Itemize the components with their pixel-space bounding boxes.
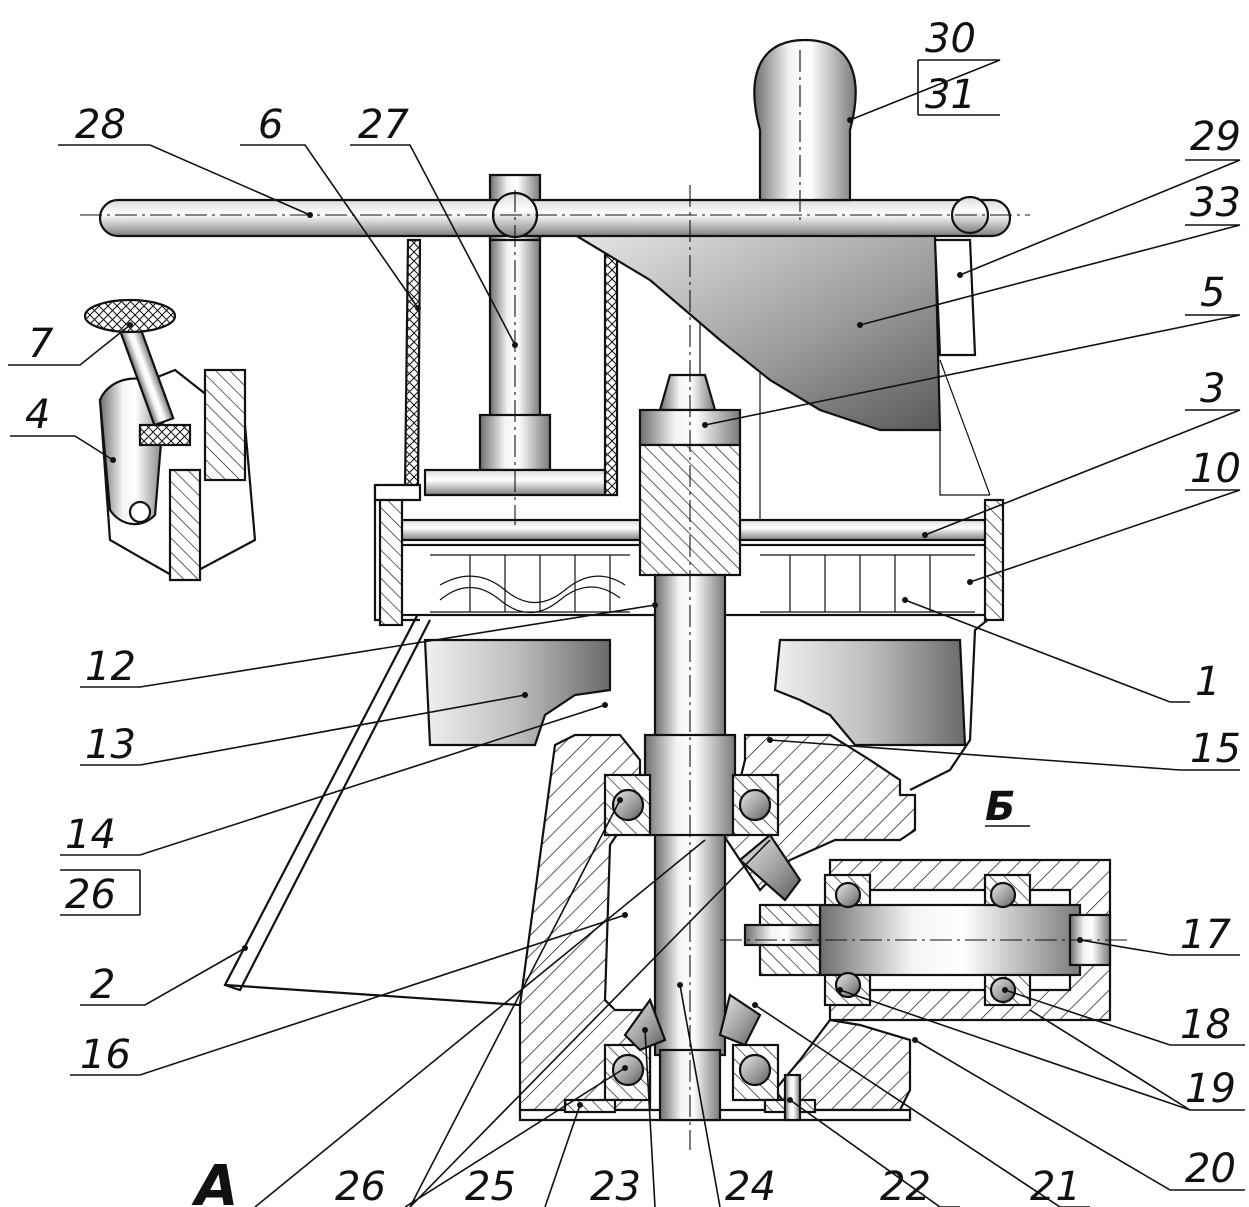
callout-2: 2 <box>90 962 115 1008</box>
callout-29: 28 <box>75 102 126 148</box>
leader-lines <box>8 59 1245 1207</box>
bearing-upper <box>603 773 780 837</box>
callout-17: 17 <box>1180 912 1231 958</box>
callout-16: 16 <box>80 1032 131 1078</box>
bevel-gears <box>623 833 802 1052</box>
callout-3: 3 <box>1200 366 1225 412</box>
callout-30: 29 <box>1190 114 1241 160</box>
callout-27: 26 <box>65 872 116 918</box>
callout-21: 21 <box>1030 1164 1081 1207</box>
centerlines <box>80 50 1130 1150</box>
callout-24: 24 <box>725 1164 776 1207</box>
callout-12: 12 <box>85 644 136 690</box>
impeller-bowl <box>423 638 967 747</box>
callout-6: 6 <box>258 102 283 148</box>
view-label-b: Б <box>985 784 1016 830</box>
detail-latch <box>83 298 257 582</box>
callout-10: 10 <box>1190 446 1241 492</box>
callout-4: 4 <box>25 392 50 438</box>
callout-7: 7 <box>28 321 54 367</box>
handle-knob <box>753 38 857 202</box>
callout-25: 25 <box>465 1164 516 1207</box>
callout-20: 20 <box>1185 1146 1236 1192</box>
callout-22: 22 <box>880 1164 931 1207</box>
callout-31: 30 <box>925 16 976 62</box>
feed-chute <box>566 230 991 496</box>
callout-23: 23 <box>590 1164 641 1207</box>
callout-18: 18 <box>1180 1002 1231 1048</box>
callout-13: 13 <box>85 722 136 768</box>
callout-numbers: 28 6 27 30 31 29 33 5 3 10 1 15 7 4 12 1… <box>25 16 1241 1207</box>
callout-32: 31 <box>925 72 976 118</box>
callout-1: 1 <box>1195 659 1220 705</box>
callout-5: 5 <box>1200 270 1225 316</box>
callout-26: 26 <box>335 1164 386 1207</box>
bearing-lower <box>603 1043 780 1102</box>
callout-33: 33 <box>1190 180 1241 226</box>
callout-15: 15 <box>1190 726 1241 772</box>
callout-19: 19 <box>1185 1066 1236 1112</box>
view-label-a: А <box>191 1154 238 1207</box>
callout-14: 14 <box>65 812 116 858</box>
bottom-cover <box>563 1073 817 1122</box>
callout-28: 27 <box>358 102 409 148</box>
